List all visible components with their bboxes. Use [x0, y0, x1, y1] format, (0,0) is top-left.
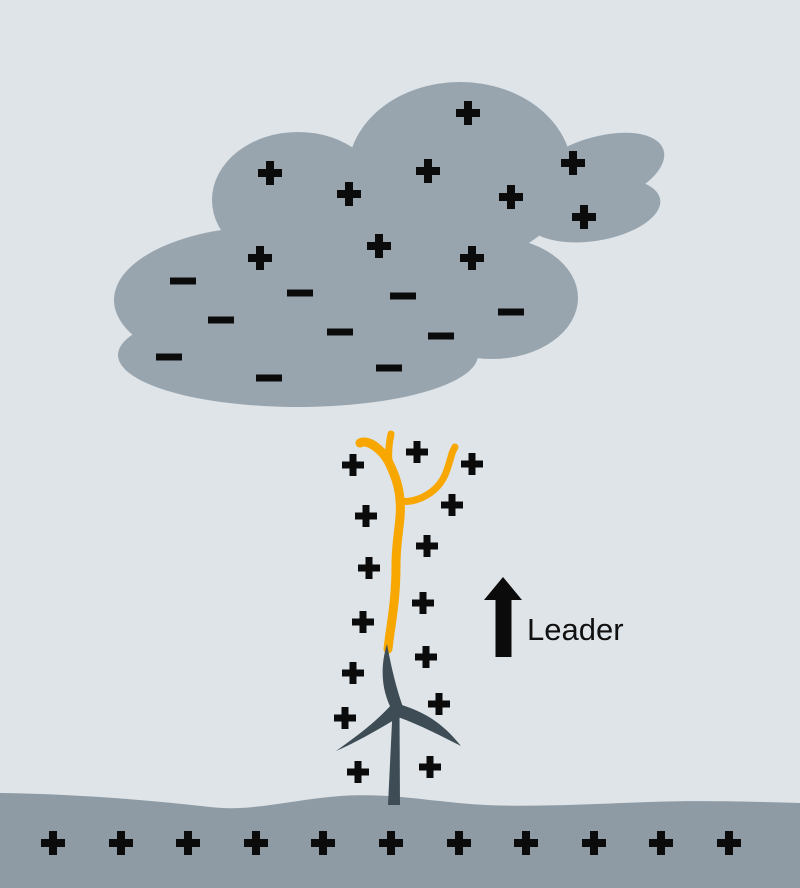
plus-symbol	[460, 246, 484, 270]
upward-leader	[355, 430, 459, 654]
minus-symbol	[390, 292, 416, 300]
plus-symbol	[347, 761, 369, 783]
plus-symbol	[461, 453, 483, 475]
plus-symbol	[342, 454, 364, 476]
plus-symbol	[367, 234, 391, 258]
leader-channel	[395, 443, 459, 505]
plus-symbol	[355, 505, 377, 527]
wind-turbine	[336, 644, 461, 805]
plus-symbol	[416, 535, 438, 557]
plus-symbol	[248, 246, 272, 270]
plus-symbol	[582, 831, 606, 855]
minus-symbol	[170, 277, 196, 285]
plus-symbol	[41, 831, 65, 855]
plus-symbol	[379, 831, 403, 855]
minus-symbol	[256, 374, 282, 382]
plus-symbol	[342, 662, 364, 684]
minus-symbol	[287, 289, 313, 297]
turbine-blade	[336, 704, 401, 751]
plus-symbol	[311, 831, 335, 855]
plus-symbol	[406, 441, 428, 463]
minus-symbol	[327, 328, 353, 336]
leader-channel	[385, 430, 395, 466]
plus-symbol	[419, 756, 441, 778]
plus-symbol	[499, 185, 523, 209]
plus-symbol	[416, 159, 440, 183]
storm-cloud	[114, 82, 665, 407]
up-arrow-icon	[484, 577, 522, 657]
plus-symbol	[412, 592, 434, 614]
plus-symbol	[649, 831, 673, 855]
plus-symbol	[514, 831, 538, 855]
plus-symbol	[244, 831, 268, 855]
turbine-blade	[398, 705, 461, 746]
plus-symbol	[561, 151, 585, 175]
ground-positive-charges	[41, 831, 741, 855]
minus-symbol	[208, 316, 234, 324]
leader-channel	[355, 437, 405, 654]
cloud-lobe	[118, 303, 478, 407]
turbine-hub	[389, 703, 405, 719]
minus-symbol	[376, 364, 402, 372]
plus-symbol	[258, 161, 282, 185]
minus-symbol	[428, 332, 454, 340]
plus-symbol	[428, 693, 450, 715]
plus-symbol	[415, 646, 437, 668]
plus-symbol	[572, 205, 596, 229]
plus-symbol	[352, 611, 374, 633]
cloud-lobe	[525, 177, 661, 243]
plus-symbol	[456, 101, 480, 125]
plus-symbol	[334, 707, 356, 729]
leader-positive-charges	[334, 441, 483, 783]
plus-symbol	[717, 831, 741, 855]
cloud-positive-charges	[248, 101, 596, 270]
plus-symbol	[337, 182, 361, 206]
plus-symbol	[447, 831, 471, 855]
plus-symbol	[176, 831, 200, 855]
cloud-negative-charges	[156, 277, 524, 382]
cloud-lobe	[345, 216, 485, 288]
plus-symbol	[441, 494, 463, 516]
turbine-tower	[388, 712, 400, 805]
plus-symbol	[358, 557, 380, 579]
plus-symbol	[109, 831, 133, 855]
leader-annotation: Leader	[484, 577, 624, 657]
minus-symbol	[156, 353, 182, 361]
turbine-blade	[382, 644, 404, 712]
minus-symbol	[498, 308, 524, 316]
leader-label: Leader	[527, 612, 624, 647]
